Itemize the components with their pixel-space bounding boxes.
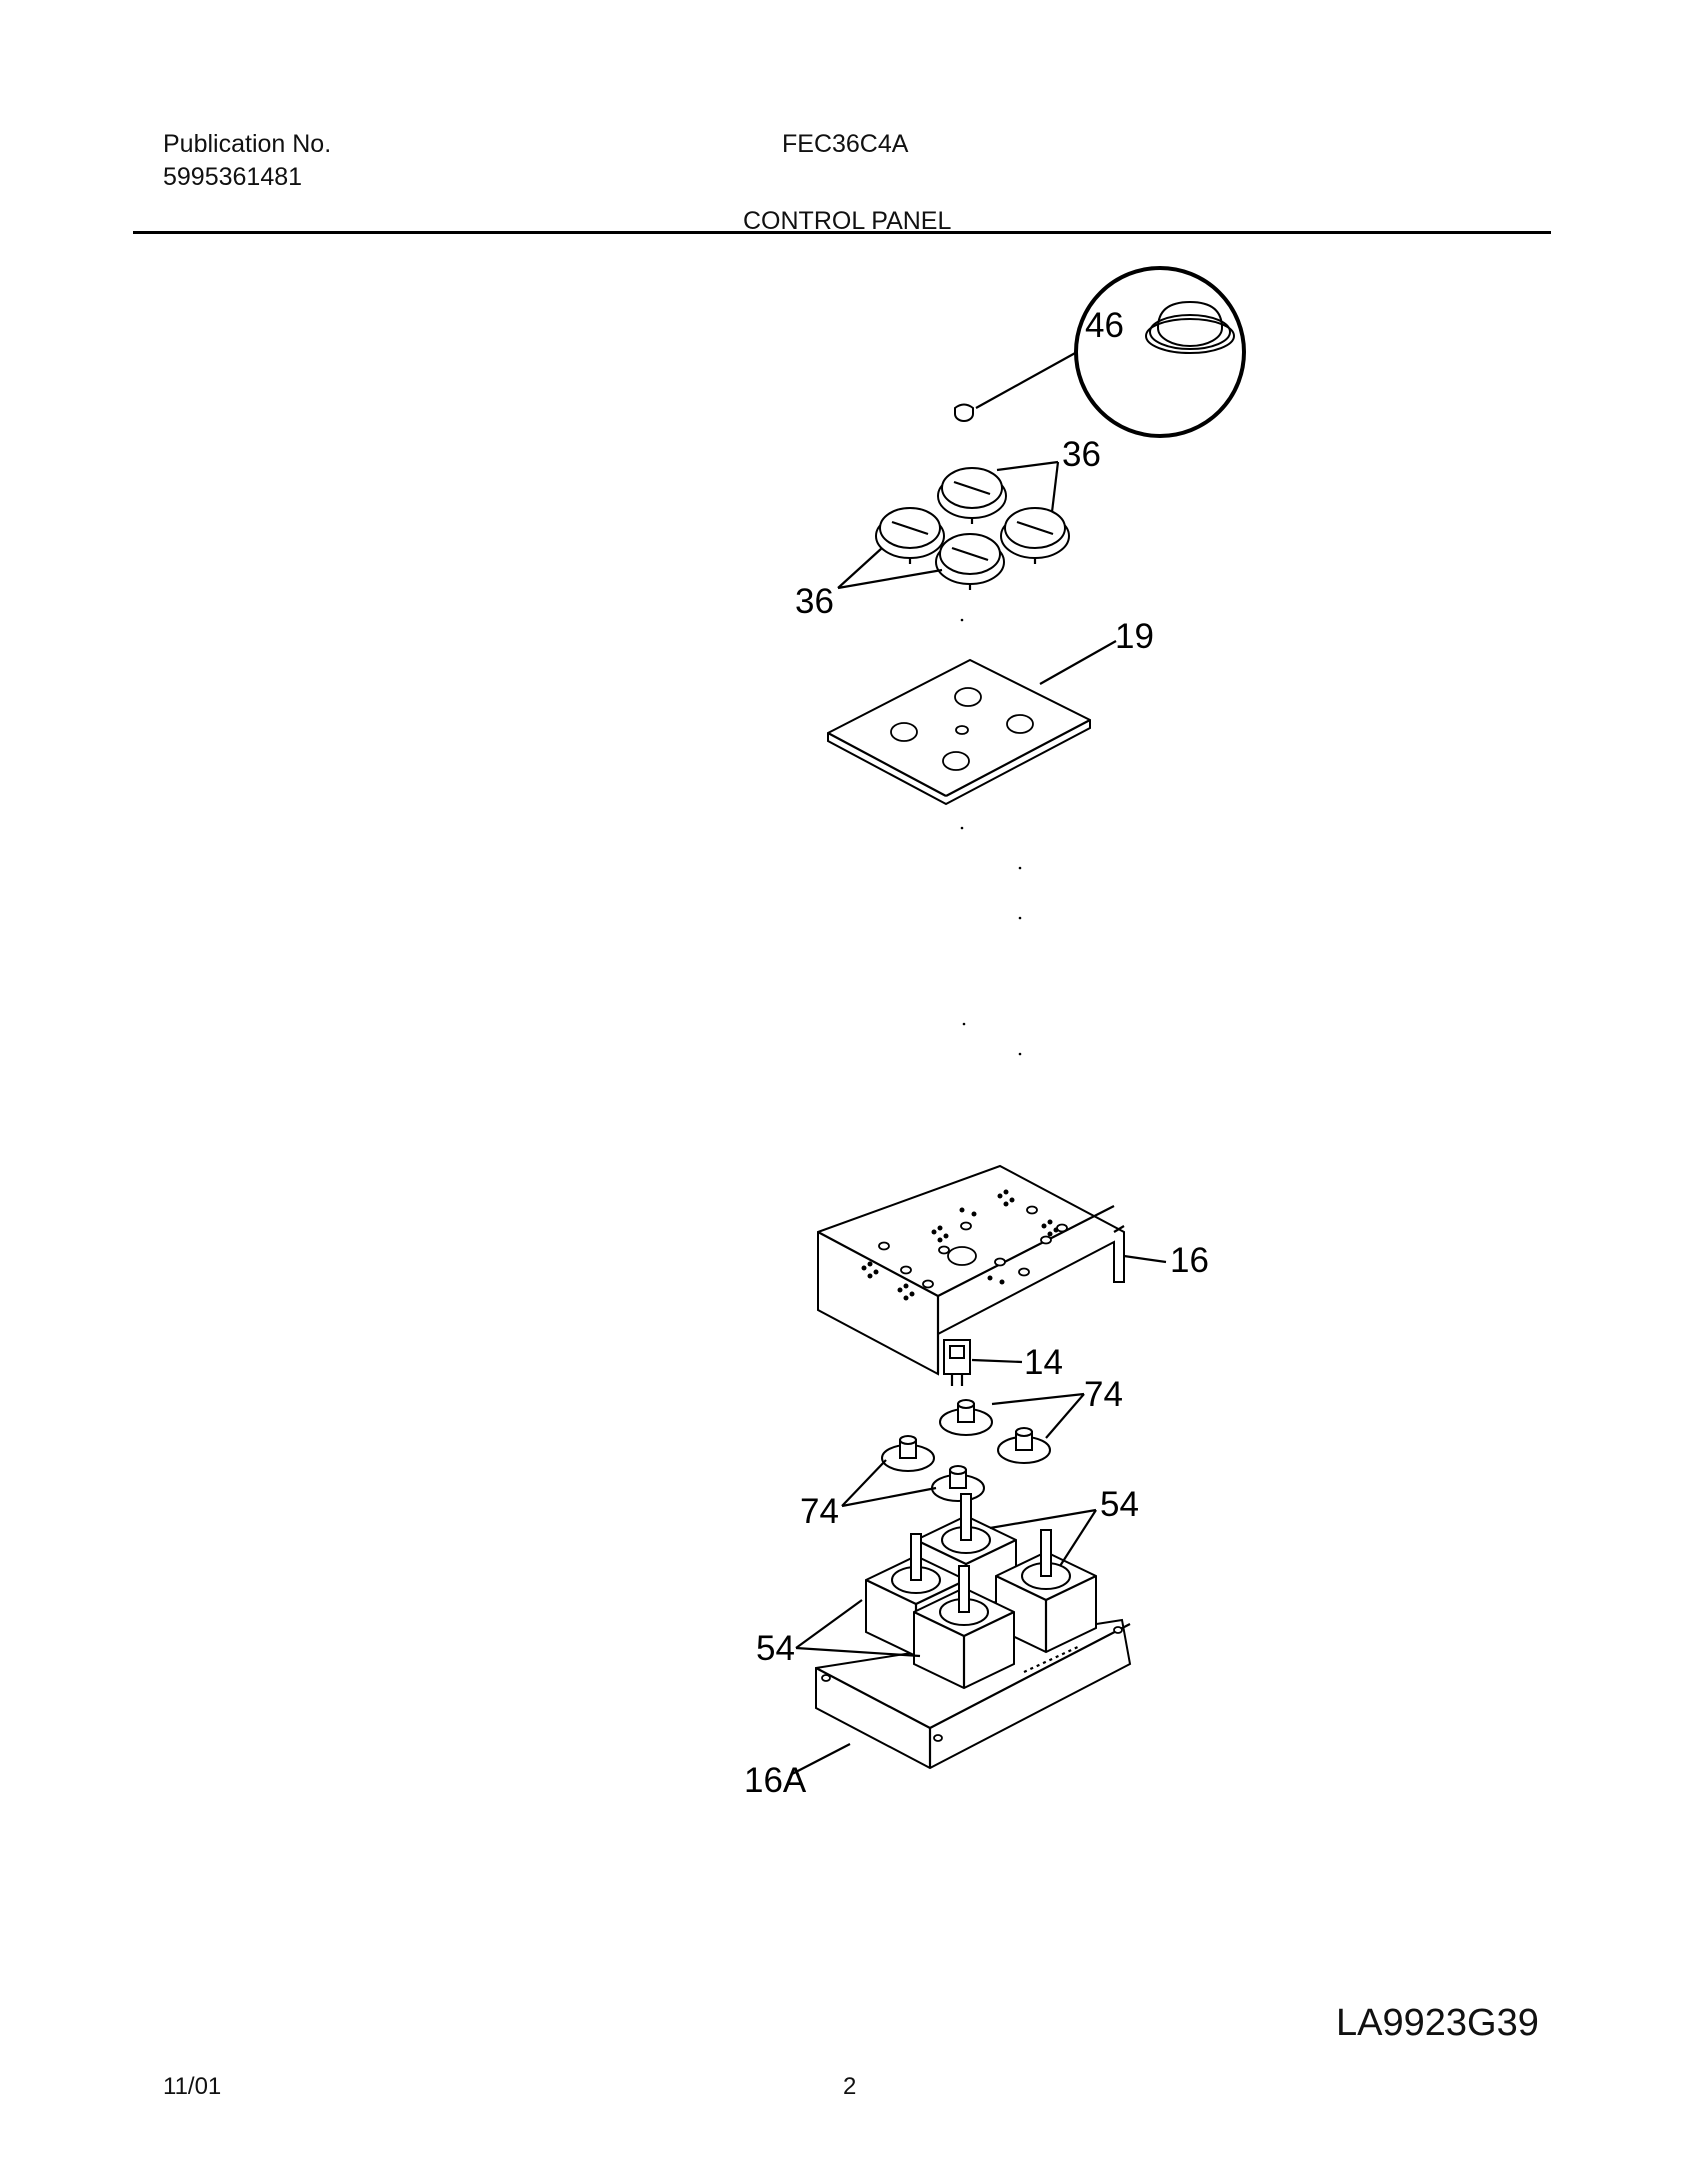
part-16A-bracket: 16A (744, 1618, 1132, 1800)
part-46-detail: 46 (954, 266, 1246, 438)
callout-16: 16 (1170, 1241, 1209, 1280)
figure-id: LA9923G39 (1336, 2002, 1539, 2044)
valve-front (913, 1565, 1015, 1690)
part-19-overlay-plate: 19 (827, 617, 1154, 806)
knob-right (1000, 507, 1070, 564)
adapter-right (997, 1427, 1051, 1464)
part-54-valves: 54 54 (756, 1485, 1139, 1690)
callout-36-lower: 36 (795, 582, 834, 621)
callout-54-lower: 54 (756, 1629, 795, 1668)
header-rule (133, 231, 1551, 234)
valve-right (995, 1529, 1097, 1654)
knob-top (937, 467, 1007, 524)
part-36-knobs: 36 36 (795, 435, 1101, 621)
callout-74-lower: 74 (800, 1492, 839, 1531)
part-14-switch: 14 (943, 1339, 1063, 1386)
callout-74-upper: 74 (1084, 1375, 1123, 1414)
knob-bottom (935, 533, 1005, 590)
knob-left (875, 507, 945, 564)
footer-date: 11/01 (163, 2073, 222, 2100)
callout-19: 19 (1115, 617, 1154, 656)
publication-label: Publication No. (163, 130, 332, 158)
publication-number: 5995361481 (163, 163, 303, 191)
callout-16A: 16A (744, 1761, 807, 1800)
adapter-top (939, 1399, 993, 1436)
part-16-housing: 16 (817, 1164, 1209, 1376)
section-title: CONTROL PANEL (743, 207, 952, 235)
alignment-marks (960, 618, 1022, 1056)
callout-36-upper: 36 (1062, 435, 1101, 474)
footer-page-number: 2 (843, 2073, 857, 2100)
callout-54-upper: 54 (1100, 1485, 1139, 1524)
adapter-left (881, 1435, 935, 1472)
callout-46: 46 (1085, 306, 1124, 345)
model-number: FEC36C4A (782, 130, 909, 158)
callout-14: 14 (1024, 1343, 1063, 1382)
adapter-bottom (931, 1465, 985, 1502)
part-74-adapters: 74 74 (800, 1375, 1123, 1531)
